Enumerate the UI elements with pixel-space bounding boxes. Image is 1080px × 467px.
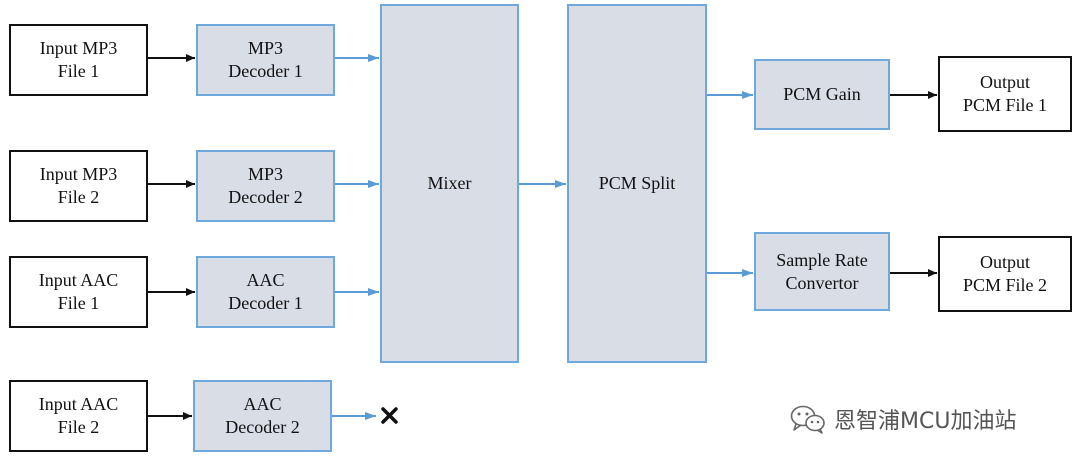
watermark-text: 恩智浦MCU加油站 [834,409,1017,434]
pcm-split-block: PCM Split [567,4,707,363]
watermark: 恩智浦MCU加油站 [790,403,1016,435]
wechat-icon [790,405,825,434]
aac-decoder-1: AAC Decoder 1 [196,256,335,328]
input-aac-file-2: Input AAC File 2 [9,380,148,452]
mp3-decoder-1: MP3 Decoder 1 [196,24,335,96]
output-pcm-file-1: Output PCM File 1 [938,56,1072,132]
x-mark-icon [381,407,398,424]
input-aac-file-1: Input AAC File 1 [9,256,148,328]
input-mp3-file-2: Input MP3 File 2 [9,150,148,222]
sample-rate-convertor-block: Sample Rate Convertor [754,232,890,311]
pcm-gain-block: PCM Gain [754,59,890,130]
aac-decoder-2: AAC Decoder 2 [193,380,332,452]
mixer-block: Mixer [380,4,519,363]
output-pcm-file-2: Output PCM File 2 [938,236,1072,312]
mp3-decoder-2: MP3 Decoder 2 [196,150,335,222]
input-mp3-file-1: Input MP3 File 1 [9,24,148,96]
